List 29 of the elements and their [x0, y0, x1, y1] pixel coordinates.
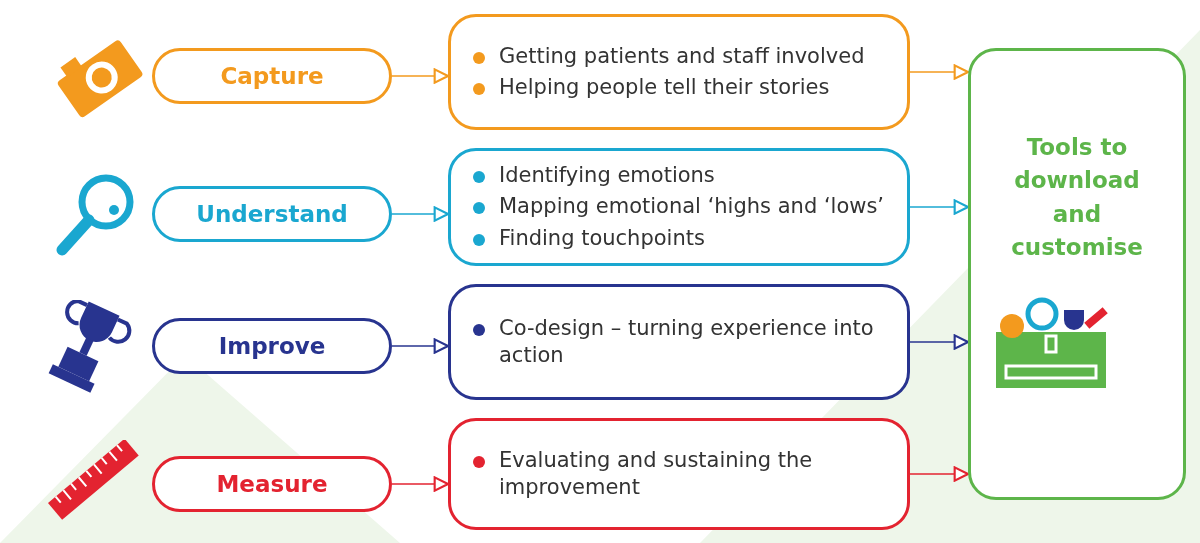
stage-label: Capture [220, 63, 324, 89]
list-item: Mapping emotional ‘highs and ‘lows’ [499, 193, 885, 221]
detail-box [448, 148, 910, 266]
heading: Tools to download and customise [1010, 133, 1144, 263]
stage-box [152, 186, 392, 242]
arrow [391, 206, 450, 222]
arrow [909, 334, 970, 350]
list-item: Evaluating and sustaining the improvement [499, 446, 814, 501]
arrow [909, 199, 970, 215]
stage-box [152, 48, 392, 104]
stage-box [152, 456, 392, 512]
list-item: Helping people tell their stories [499, 74, 830, 101]
tools-box [968, 48, 1186, 500]
list-item: Identifying emotions [499, 162, 715, 190]
arrow [909, 64, 970, 80]
stage-label: Understand [196, 201, 348, 227]
arrow [391, 476, 450, 492]
arrow [391, 68, 450, 84]
list-item: Co-design – turning experience into action [499, 314, 875, 369]
stage-label: Improve [218, 333, 326, 359]
list-item: Finding touchpoints [499, 224, 705, 252]
stage-label: Measure [216, 471, 328, 497]
detail-box [448, 14, 910, 130]
arrow [391, 338, 450, 354]
arrow [909, 466, 970, 482]
detail-box [448, 418, 910, 530]
list-item: Getting patients and staff involved [499, 42, 865, 70]
stage-box [152, 318, 392, 374]
detail-box [448, 284, 910, 400]
